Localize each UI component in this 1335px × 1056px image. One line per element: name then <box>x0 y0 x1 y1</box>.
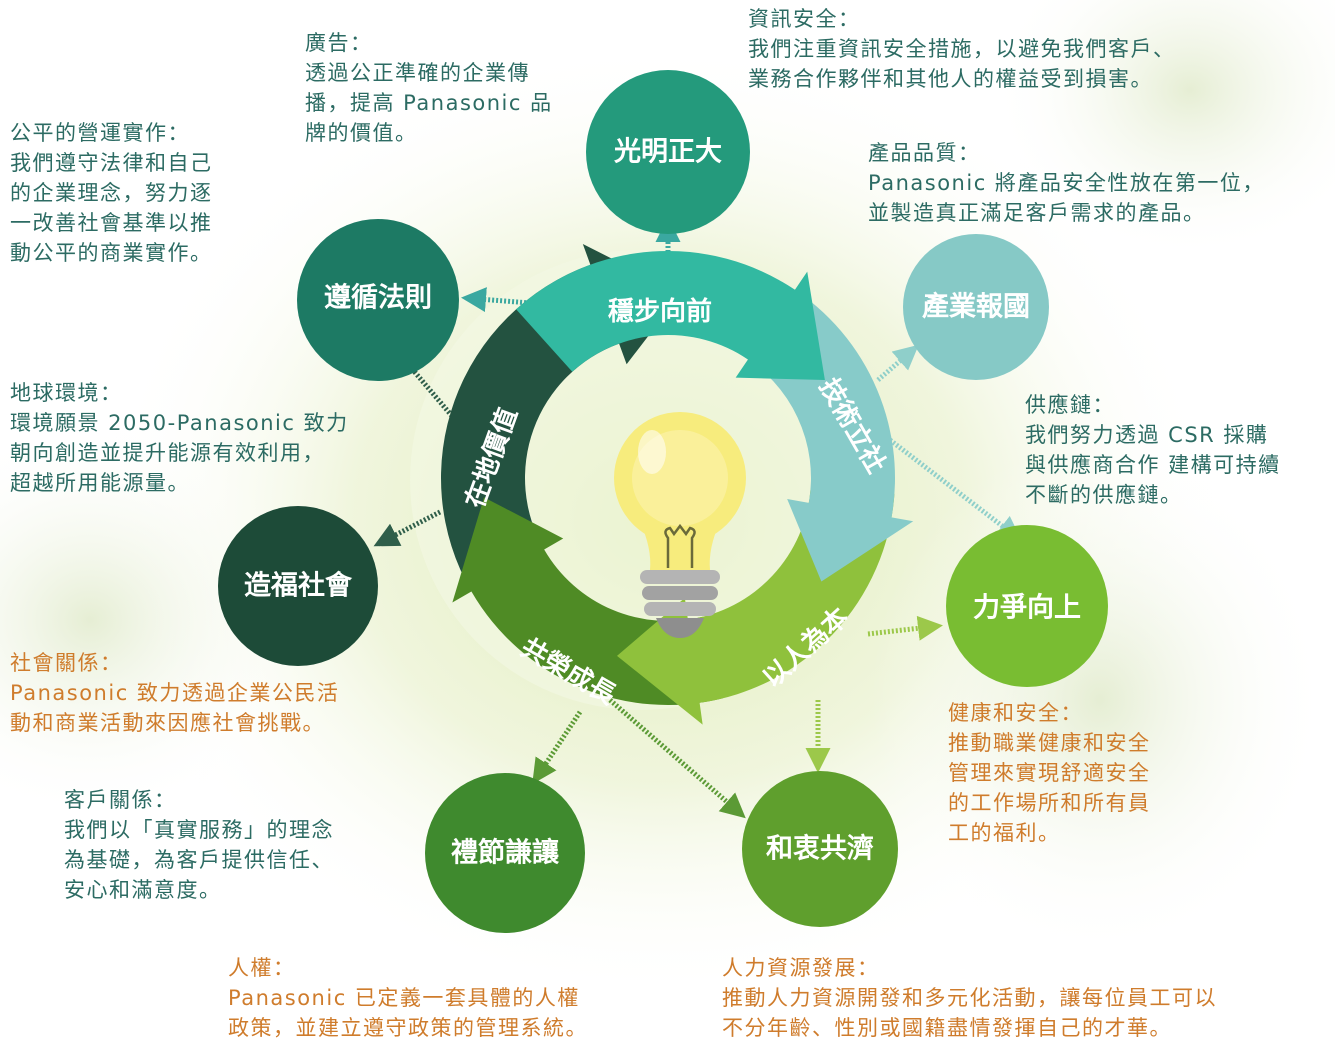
block-title: 社會關係： <box>10 651 123 675</box>
ring-arrows <box>440 244 914 725</box>
block-line: 我們努力透過 CSR 採購 <box>1025 423 1269 447</box>
block-line: 透過公正準確的企業傳 <box>305 61 530 85</box>
block-line: 管理來實現舒適安全 <box>948 761 1151 785</box>
block-line: Panasonic 已定義一套具體的人權 <box>228 986 580 1010</box>
circle-lizheng: 力爭向上 <box>946 525 1108 687</box>
circle-label: 造福社會 <box>244 570 353 602</box>
block-line: 不斷的供應鏈。 <box>1025 483 1183 507</box>
circle-hebiao: 和衷共濟 <box>742 771 898 927</box>
block-line: 動和商業活動來因應社會挑戰。 <box>10 711 325 735</box>
block-line: 朝向創造並提升能源有效利用， <box>10 441 325 465</box>
block-line: Panasonic 將產品安全性放在第一位， <box>868 171 1265 195</box>
block-title: 資訊安全： <box>748 7 861 31</box>
circle-zunxun: 遵循法則 <box>297 219 459 381</box>
block-line: 的企業理念，努力逐 <box>10 181 213 205</box>
lightbulb-icon <box>614 412 746 638</box>
circle-label: 禮節謙讓 <box>451 837 560 869</box>
text-block-supply-chain: 供應鏈： 我們努力透過 CSR 採購 與供應商合作 建構可持續 不斷的供應鏈。 <box>1025 390 1281 510</box>
text-block-fair-operation: 公平的營運實作： 我們遵守法律和自己 的企業理念，努力逐 一改善社會基準以推 動… <box>10 118 213 268</box>
block-line: 的工作場所和所有員 <box>948 791 1151 815</box>
circle-lijie: 禮節謙讓 <box>425 773 585 933</box>
connector-arrow <box>608 698 746 819</box>
block-line: 動公平的商業實作。 <box>10 241 213 265</box>
connector-arrow <box>532 710 583 785</box>
block-line: 工的福利。 <box>948 821 1061 845</box>
block-line: 政策，並建立遵守政策的管理系統。 <box>228 1016 588 1040</box>
block-title: 人力資源發展： <box>722 956 880 980</box>
text-block-info-security: 資訊安全： 我們注重資訊安全措施，以避免我們客戶、 業務合作夥伴和其他人的權益受… <box>748 4 1176 94</box>
block-line: 安心和滿意度。 <box>64 878 222 902</box>
block-line: 不分年齡、性別或國籍盡情發揮自己的才華。 <box>722 1016 1172 1040</box>
block-title: 地球環境： <box>10 381 123 405</box>
text-block-health-safety: 健康和安全： 推動職業健康和安全 管理來實現舒適安全 的工作場所和所有員 工的福… <box>948 698 1151 848</box>
circle-label: 遵循法則 <box>324 282 432 314</box>
arrow-segment-wenbu <box>516 250 825 380</box>
block-line: Panasonic 致力透過企業公民活 <box>10 681 340 705</box>
text-block-hr-development: 人力資源發展： 推動人力資源開發和多元化活動，讓每位員工可以 不分年齡、性別或國… <box>722 953 1217 1043</box>
block-title: 供應鏈： <box>1025 393 1115 417</box>
connector-arrow <box>876 344 919 382</box>
circle-guangming: 光明正大 <box>586 70 750 234</box>
block-title: 公平的營運實作： <box>10 121 190 145</box>
block-line: 我們遵守法律和自己 <box>10 151 213 175</box>
text-block-customer-relations: 客戶關係： 我們以「真實服務」的理念 為基礎，為客戶提供信任、 安心和滿意度。 <box>64 785 334 905</box>
connector-arrow <box>373 509 442 547</box>
block-line: 推動人力資源開發和多元化活動，讓每位員工可以 <box>722 986 1217 1010</box>
block-line: 牌的價值。 <box>305 121 418 145</box>
block-title: 健康和安全： <box>948 701 1083 725</box>
block-title: 產品品質： <box>868 141 981 165</box>
text-block-environment: 地球環境： 環境願景 2050-Panasonic 致力 朝向創造並提升能源有效… <box>10 378 349 498</box>
connector-arrow <box>461 287 531 313</box>
connector-arrow <box>888 438 1022 542</box>
block-title: 人權： <box>228 956 296 980</box>
circle-label: 力爭向上 <box>973 592 1081 624</box>
connector-arrow <box>867 615 943 641</box>
block-title: 客戶關係： <box>64 788 177 812</box>
circle-zaofu: 造福社會 <box>218 506 378 666</box>
circle-label: 產業報國 <box>922 291 1030 323</box>
block-line: 播，提高 Panasonic 品 <box>305 91 553 115</box>
block-line: 與供應商合作 建構可持續 <box>1025 453 1281 477</box>
block-line: 我們以「真實服務」的理念 <box>64 818 334 842</box>
block-line: 並製造真正滿足客戶需求的產品。 <box>868 201 1206 225</box>
text-block-advertising: 廣告： 透過公正準確的企業傳 播，提高 Panasonic 品 牌的價值。 <box>305 28 553 148</box>
block-line: 業務合作夥伴和其他人的權益受到損害。 <box>748 67 1153 91</box>
block-line: 一改善社會基準以推 <box>10 211 213 235</box>
circle-chanye: 產業報國 <box>903 234 1049 380</box>
text-block-social-relations: 社會關係： Panasonic 致力透過企業公民活 動和商業活動來因應社會挑戰。 <box>10 648 339 738</box>
block-line: 為基礎，為客戶提供信任、 <box>64 848 334 872</box>
text-block-human-rights: 人權： Panasonic 已定義一套具體的人權 政策，並建立遵守政策的管理系統… <box>228 953 588 1043</box>
text-block-product-quality: 產品品質： Panasonic 將產品安全性放在第一位， 並製造真正滿足客戶需求… <box>868 138 1265 228</box>
block-line: 我們注重資訊安全措施，以避免我們客戶、 <box>748 37 1176 61</box>
block-title: 廣告： <box>305 31 373 55</box>
block-line: 推動職業健康和安全 <box>948 731 1151 755</box>
block-line: 環境願景 2050-Panasonic 致力 <box>10 411 349 435</box>
circle-label: 光明正大 <box>613 137 722 168</box>
circle-label: 和衷共濟 <box>766 833 874 865</box>
block-line: 超越所用能源量。 <box>10 471 190 495</box>
arrow-label-wenbu: 穩步向前 <box>608 296 712 327</box>
